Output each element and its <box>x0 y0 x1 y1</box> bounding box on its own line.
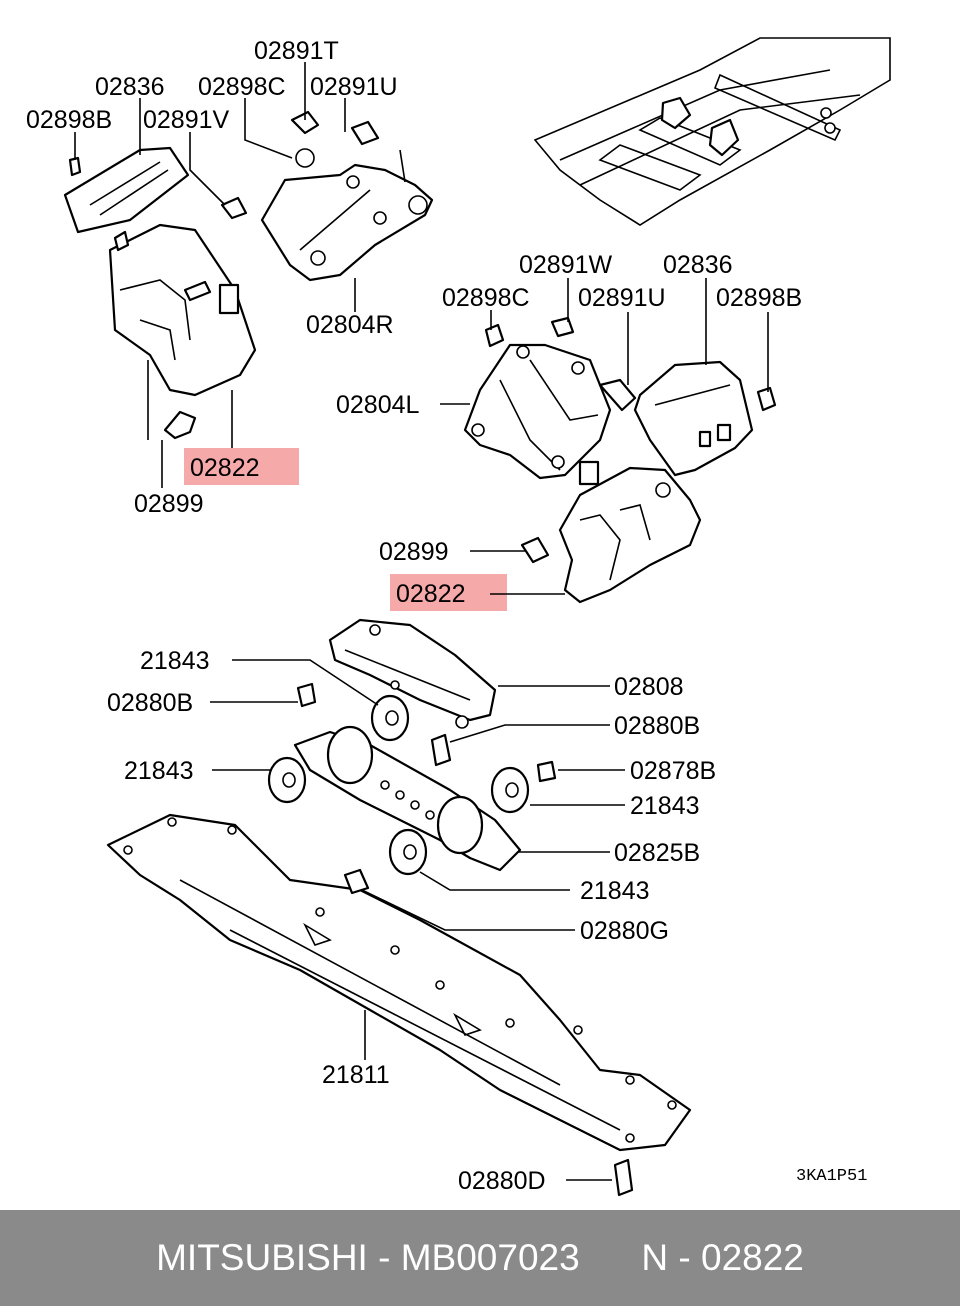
highlight-02822-mid <box>390 574 507 611</box>
label-21843-b: 21843 <box>124 757 194 785</box>
label-02898C-mid: 02898C <box>442 284 530 312</box>
mid-bracket-02804L <box>463 343 612 480</box>
label-02899-mid: 02899 <box>379 538 449 566</box>
mid-small-bolts <box>484 316 777 564</box>
leaders-mid-right <box>440 278 769 595</box>
label-02899-top: 02899 <box>134 490 204 518</box>
footer-part-number: MB007023 <box>400 1237 580 1278</box>
upper-bracket-02808 <box>328 618 497 729</box>
label-02880G: 02880G <box>580 917 669 945</box>
label-02880B-right: 02880B <box>614 712 700 740</box>
label-21843-d: 21843 <box>580 877 650 905</box>
left-insulator-02822 <box>108 223 257 397</box>
label-02808: 02808 <box>614 673 684 701</box>
left-bolt-02899 <box>163 410 197 440</box>
left-bracket-cover <box>63 146 190 234</box>
insulators-21843 <box>267 694 530 876</box>
label-21811: 21811 <box>322 1061 390 1089</box>
parts-diagram: 02891T 02836 02898C 02891U 02898B 02891V… <box>26 37 891 1197</box>
label-02822-mid: 02822 <box>396 580 466 608</box>
mid-insulator-02822 <box>558 460 702 604</box>
mount-bracket-02825B <box>293 725 522 872</box>
label-02880B-left: 02880B <box>107 689 193 717</box>
footer-gap <box>580 1237 642 1279</box>
label-02804L: 02804L <box>336 391 420 419</box>
label-02898C-top: 02898C <box>198 73 286 101</box>
mid-cover-02836 <box>633 360 754 477</box>
label-02898B-mid: 02898B <box>716 284 802 312</box>
footer-bar: MITSUBISHI - MB007023 N - 02822 <box>0 1210 960 1306</box>
label-02891U-mid: 02891U <box>578 284 666 312</box>
label-02836-top: 02836 <box>95 73 165 101</box>
label-02891U-top: 02891U <box>310 73 398 101</box>
label-21843-c: 21843 <box>630 792 700 820</box>
label-02878B: 02878B <box>630 757 716 785</box>
label-02825B: 02825B <box>614 839 700 867</box>
label-21843-a: 21843 <box>140 647 210 675</box>
leaders-upper-left <box>74 62 406 488</box>
diagram-code: 3KA1P51 <box>796 1167 867 1186</box>
leaders-crossmember <box>210 659 625 1181</box>
crossmember-21811 <box>106 813 692 1152</box>
crossmember-bolts <box>296 682 634 1197</box>
label-02804R: 02804R <box>306 311 394 339</box>
highlight-02822-top <box>184 448 299 485</box>
footer-brand: MITSUBISHI <box>156 1237 368 1278</box>
label-02836-mid: 02836 <box>663 251 733 279</box>
label-02891T: 02891T <box>254 37 339 65</box>
footer-separator: - <box>367 1237 401 1278</box>
label-02891V: 02891V <box>143 106 230 134</box>
small-bolts-top <box>220 110 380 220</box>
vehicle-frame-sketch <box>533 37 891 226</box>
label-02898B-top: 02898B <box>26 106 112 134</box>
label-02891W: 02891W <box>519 251 613 279</box>
label-02822-top: 02822 <box>190 454 260 482</box>
label-02880D: 02880D <box>458 1167 546 1195</box>
right-bracket-02804R <box>260 163 434 282</box>
footer-ref: N - 02822 <box>641 1237 804 1278</box>
